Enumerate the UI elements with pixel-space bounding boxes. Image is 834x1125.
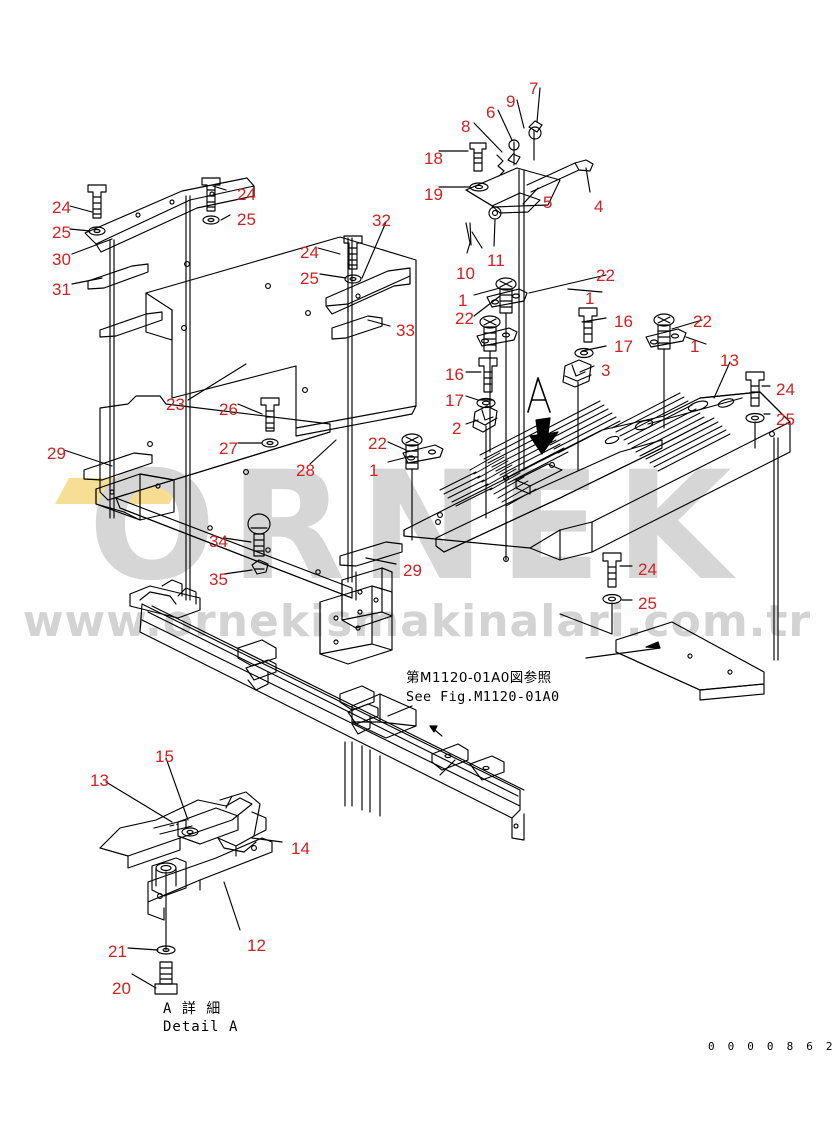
- callout-number-30: 30: [52, 250, 71, 269]
- callout-number-14: 14: [291, 839, 310, 858]
- callout-number-22: 22: [596, 266, 615, 285]
- callout-number-24: 24: [638, 560, 657, 579]
- callout-number-1: 1: [690, 337, 700, 356]
- callout-number-19: 19: [424, 185, 443, 204]
- callout-number-25: 25: [52, 223, 71, 242]
- callout-number-2: 2: [452, 419, 462, 438]
- left-panel-assembly: [63, 177, 417, 629]
- callout-number-25: 25: [776, 410, 795, 429]
- callout-number-13: 13: [720, 351, 739, 370]
- callout-number-34: 34: [209, 532, 228, 551]
- callout-number-29: 29: [47, 444, 66, 463]
- callout-number-5: 5: [543, 193, 553, 212]
- see-fig-note-en: See Fig.M1120-01A0: [406, 689, 560, 705]
- callout-number-33: 33: [396, 321, 415, 340]
- detail-a-title-en: Detail A: [163, 1019, 239, 1035]
- callout-number-25: 25: [237, 210, 256, 229]
- callout-number-27: 27: [219, 439, 238, 458]
- callout-number-24: 24: [776, 380, 795, 399]
- detail-a-title-jp: A 詳 細: [163, 1001, 222, 1017]
- callout-number-1: 1: [585, 289, 595, 308]
- callout-number-6: 6: [486, 103, 496, 122]
- callout-number-21: 21: [108, 942, 127, 961]
- callout-number-23: 23: [166, 395, 185, 414]
- callout-number-3: 3: [601, 361, 611, 380]
- callout-number-1: 1: [369, 461, 379, 480]
- callout-number-24: 24: [52, 198, 71, 217]
- callout-number-18: 18: [424, 149, 443, 168]
- detail-a-assembly: [99, 757, 283, 995]
- callout-number-31: 31: [52, 280, 71, 299]
- callout-number-35: 35: [209, 570, 228, 589]
- upper-middle-rail: [317, 221, 411, 340]
- callout-number-25: 25: [300, 269, 319, 288]
- see-fig-note-jp: 第M1120-01A0図参照: [406, 670, 552, 686]
- callout-number-17: 17: [445, 391, 464, 410]
- callout-number-24: 24: [237, 185, 256, 204]
- callout-number-17: 17: [614, 337, 633, 356]
- center-bracket: [319, 571, 393, 665]
- drawing-code: 0 0 0 0 8 6 2 3: [708, 1040, 834, 1053]
- callout-number-26: 26: [219, 400, 238, 419]
- main-beam: [129, 579, 661, 841]
- callout-number-9: 9: [506, 92, 516, 111]
- callout-number-16: 16: [614, 312, 633, 331]
- callout-number-1: 1: [458, 291, 468, 310]
- callout-number-11: 11: [487, 251, 505, 270]
- callout-number-8: 8: [461, 117, 471, 136]
- callout-number-22: 22: [368, 434, 387, 453]
- callout-number-20: 20: [112, 979, 131, 998]
- callout-number-16: 16: [445, 365, 464, 384]
- callout-number-25: 25: [638, 594, 657, 613]
- callout-number-24: 24: [300, 243, 319, 262]
- callout-number-4: 4: [594, 197, 604, 216]
- callout-number-22: 22: [693, 312, 712, 331]
- callout-number-10: 10: [456, 264, 475, 283]
- callout-number-12: 12: [247, 936, 266, 955]
- callout-number-15: 15: [155, 747, 174, 766]
- callout-number-22: 22: [455, 309, 474, 328]
- callout-number-28: 28: [296, 461, 315, 480]
- callout-number-29: 29: [403, 561, 422, 580]
- center-hardware: [387, 274, 707, 561]
- callout-number-7: 7: [529, 79, 539, 98]
- right-deck-plate: [403, 361, 791, 701]
- top-linkage-assembly: [438, 87, 594, 471]
- callout-number-13: 13: [90, 771, 109, 790]
- callout-number-32: 32: [372, 211, 391, 230]
